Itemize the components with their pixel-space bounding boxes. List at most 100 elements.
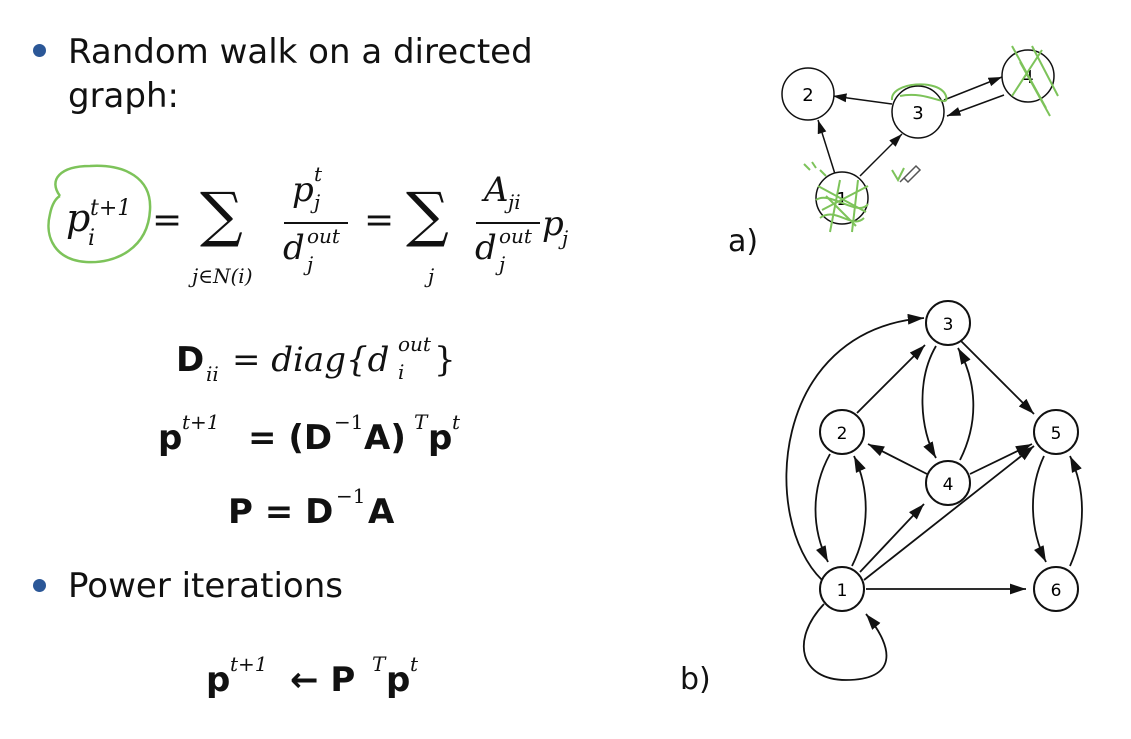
matrix-p-sup: t [452, 410, 461, 434]
frac2-den: d [475, 228, 497, 268]
sum-sub-2: j [428, 264, 435, 288]
frac1-den: d [283, 228, 305, 268]
edge-1-to-2 [851, 455, 867, 567]
matrix-p: p [428, 418, 453, 458]
power-arrow: ← P [290, 660, 356, 700]
edge-4-to-2 [867, 443, 928, 475]
graph-a-label: a) [728, 224, 759, 259]
graph-b-node-label: 4 [943, 475, 954, 495]
degree-rhs-sub: i [398, 360, 405, 384]
graph-b-node-label: 1 [837, 581, 848, 601]
edge-2-to-1 [814, 453, 831, 563]
edge-1-self-loop [802, 603, 888, 681]
bullet-point [33, 579, 46, 592]
matrix-mid: = (D [248, 418, 333, 458]
frac2-num: A [484, 170, 509, 210]
matrix-equation: p t+1 = (D −1 A) T p t [158, 410, 488, 468]
sum-sub-1: j∈N(i) [192, 264, 253, 288]
trailing-p-sub: j [562, 226, 569, 250]
bullet-point [33, 44, 46, 57]
edge-3-to-4 [943, 76, 1003, 101]
update-equation: p t+1 i = ∑ j∈N(i) p t j d out j = ∑ j A… [0, 0, 700, 300]
edge-6-to-5 [1069, 455, 1083, 567]
edge-1-to-2 [817, 119, 836, 175]
power-p-sup: t [410, 652, 419, 676]
graph-b-node-label: 6 [1051, 581, 1062, 601]
frac2-den-sup: out [499, 224, 532, 248]
matrix-A: A) [364, 418, 406, 458]
graph-a-node-1 [815, 171, 869, 225]
degree-rhs-sup: out [398, 332, 431, 356]
graph-b-node-label: 3 [943, 315, 954, 335]
pencil-cursor-icon [899, 164, 922, 184]
equals-1: = [152, 200, 183, 241]
frac2-bar [476, 222, 540, 224]
graph-b-label: b) [680, 662, 711, 697]
lhs-sup: t+1 [90, 196, 132, 221]
edge-3-to-2 [832, 93, 893, 105]
graph-b-node-label: 2 [837, 424, 848, 444]
graph-b-node-label: 5 [1051, 424, 1062, 444]
P-def-A: A [368, 492, 395, 532]
power-lhs-p: p [206, 660, 231, 700]
frac1-num: p [292, 170, 314, 210]
bullet-text-power-iterations: Power iterations [68, 566, 343, 606]
P-def-inv: −1 [336, 484, 366, 508]
graph-b-node-3 [925, 300, 971, 346]
edge-4-to-3 [957, 347, 975, 461]
frac1-den-sup: out [307, 224, 340, 248]
frac1-num-sup: t [314, 162, 323, 186]
edge-1-to-5 [863, 445, 1035, 581]
edge-1-to-3 [859, 133, 903, 177]
transition-matrix-definition: P = D −1 A [228, 484, 428, 542]
degree-D-sub: ii [206, 362, 219, 386]
graph-a-node-2 [781, 67, 835, 121]
graph-a-handwritten-annotations [803, 45, 1059, 233]
graph-b-node-1 [819, 566, 865, 612]
graph-a-node-3 [891, 85, 945, 139]
degree-equation: D ii = diag{d out i } [176, 332, 496, 390]
frac1-den-sub: j [307, 252, 314, 276]
sum-symbol-1: ∑ [200, 180, 243, 250]
annotation-circle-overlay [47, 164, 152, 264]
edge-1-to-3 [785, 313, 925, 581]
graph-a-node-label: 1 [836, 189, 847, 210]
graph-a-node-label: 3 [912, 103, 923, 124]
frac2-num-sub: ji [508, 190, 521, 214]
edge-2-to-3 [856, 344, 926, 414]
degree-D: D [176, 340, 205, 380]
power-lhs-sup: t+1 [230, 652, 268, 676]
graph-a-node-label: 2 [802, 85, 813, 106]
matrix-inv: −1 [334, 410, 364, 434]
graph-b-node-5 [1033, 409, 1079, 455]
P-def-lhs: P = D [228, 492, 334, 532]
degree-close: } [434, 340, 456, 380]
graph-a-node-4 [1001, 49, 1055, 103]
matrix-T: T [414, 410, 428, 434]
edge-5-to-6 [1032, 455, 1047, 563]
matrix-lhs-p: p [158, 418, 183, 458]
edge-3-to-4 [921, 345, 937, 459]
edge-4-to-3 [946, 94, 1005, 117]
frac1-num-sub: j [314, 190, 321, 214]
graph-b-node-2 [819, 409, 865, 455]
lhs-sub: i [88, 226, 96, 251]
graph-b-node-4 [925, 460, 971, 506]
sum-symbol-2: ∑ [406, 180, 449, 250]
frac1-bar [284, 222, 348, 224]
power-p: p [386, 660, 411, 700]
power-T: T [372, 652, 386, 676]
edge-1-to-4 [859, 503, 925, 573]
graph-a-node-label: 4 [1022, 67, 1033, 88]
matrix-lhs-sup: t+1 [182, 410, 220, 434]
edge-4-to-5 [969, 443, 1033, 475]
power-iteration-equation: p t+1 ← P T p t [206, 652, 446, 710]
lhs-p: p [66, 196, 91, 240]
frac2-den-sub: j [499, 252, 506, 276]
bullet-text-random-walk: Random walk on a directed graph: [68, 32, 533, 116]
degree-rhs: = diag{d [232, 340, 390, 380]
trailing-p: p [542, 204, 564, 244]
graph-b-node-6 [1033, 566, 1079, 612]
equals-2: = [364, 200, 395, 241]
edge-3-to-5 [960, 340, 1035, 415]
